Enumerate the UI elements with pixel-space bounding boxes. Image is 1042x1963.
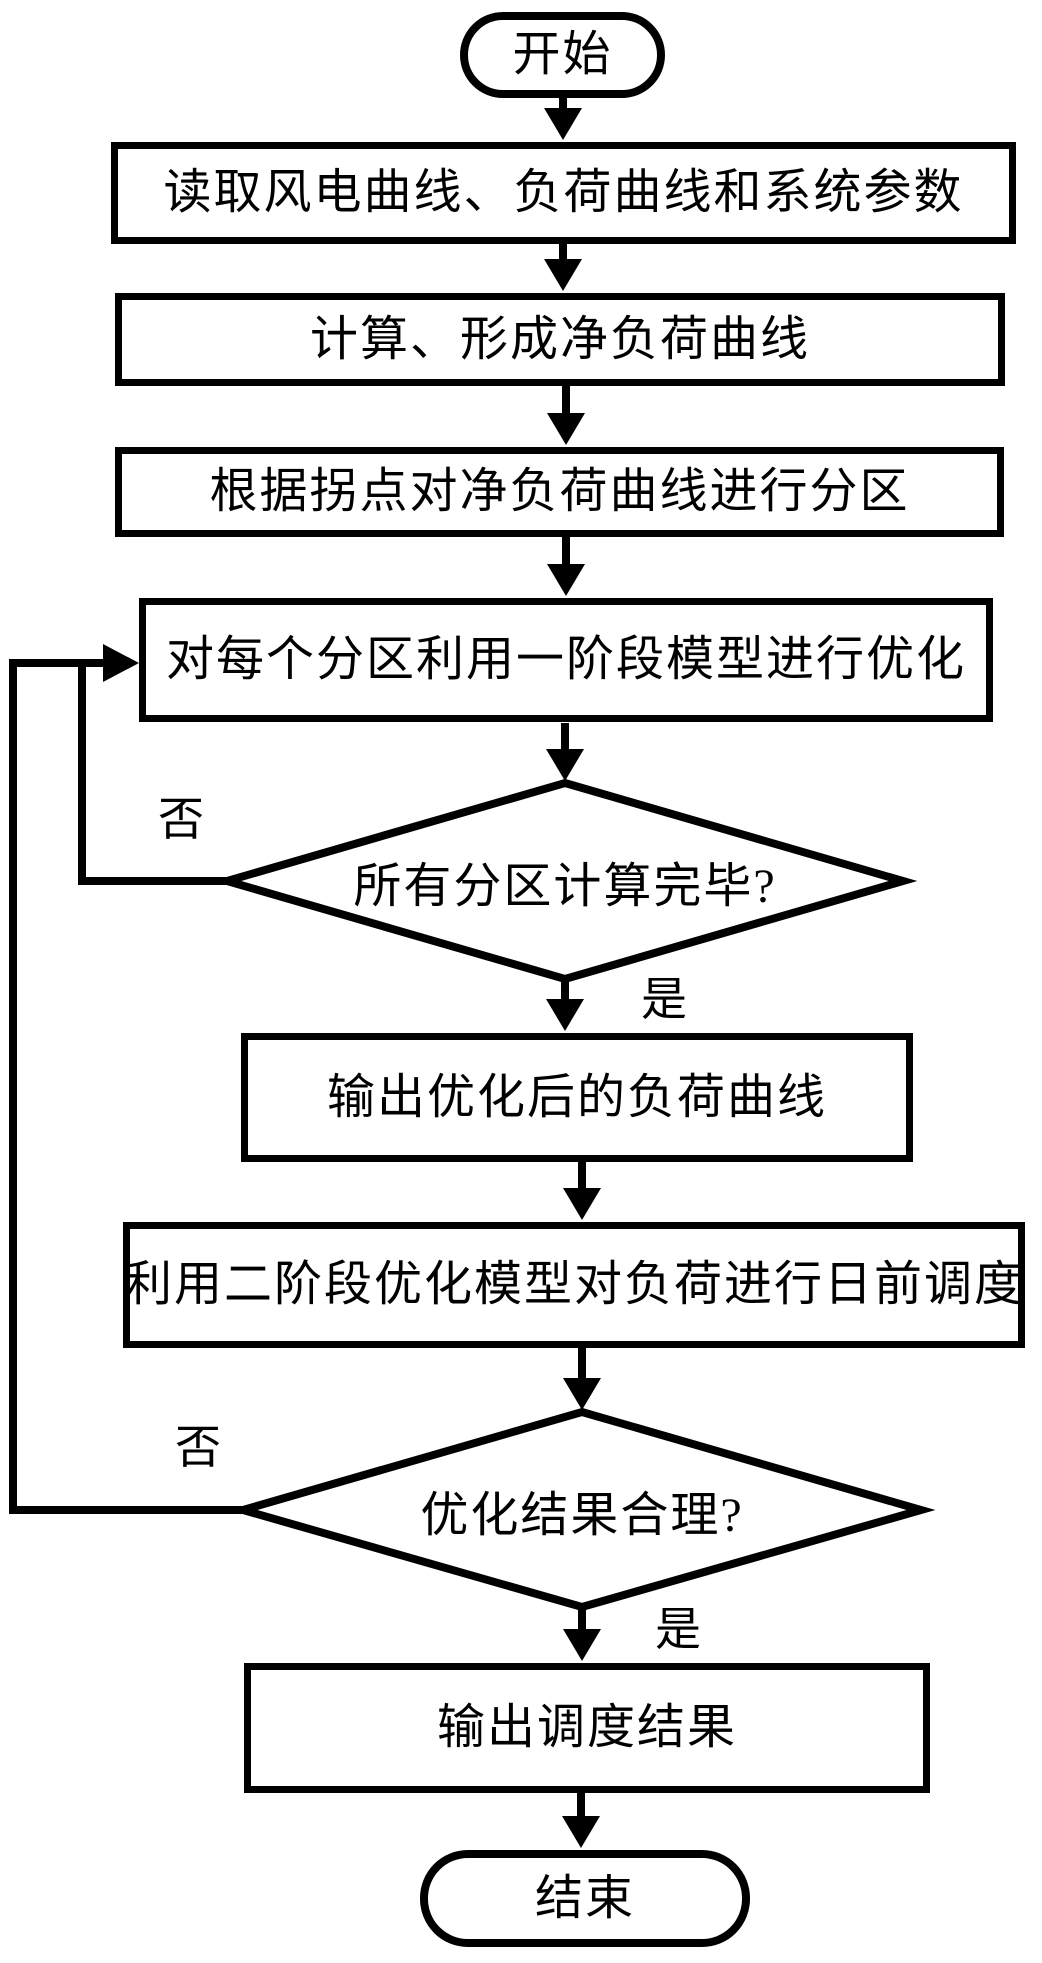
arrowhead-into-step2 bbox=[544, 259, 582, 291]
arrowhead-into-step3 bbox=[547, 413, 585, 445]
label-yes-decision2: 是 bbox=[655, 1604, 701, 1655]
process-read-inputs-label: 读取风电曲线、负荷曲线和系统参数 bbox=[163, 166, 964, 220]
process-read-inputs: 读取风电曲线、负荷曲线和系统参数 bbox=[111, 142, 1016, 244]
decision-result-reasonable: 优化结果合理? bbox=[282, 1474, 882, 1546]
connector-no-loop-decision2 bbox=[9, 659, 243, 1514]
arrowheads bbox=[103, 108, 601, 1848]
process-optimize-stage1: 对每个分区利用一阶段模型进行优化 bbox=[139, 598, 993, 722]
connector-no-loop-decision1 bbox=[78, 663, 227, 885]
arrowhead-into-step1 bbox=[544, 108, 582, 140]
process-day-ahead-dispatch: 利用二阶段优化模型对负荷进行日前调度 bbox=[123, 1222, 1025, 1348]
start-label: 开始 bbox=[512, 28, 613, 82]
start-node: 开始 bbox=[460, 12, 665, 98]
arrowhead-into-decision2 bbox=[563, 1378, 601, 1410]
decision1-diamond bbox=[212, 778, 918, 984]
process-partition-label: 根据拐点对净负荷曲线进行分区 bbox=[209, 465, 910, 519]
arrowhead-loop-into-step4 bbox=[103, 644, 139, 682]
connector-lines bbox=[9, 98, 586, 1825]
decision-all-partitions-done: 所有分区计算完毕? bbox=[265, 845, 865, 917]
process-day-ahead-dispatch-label: 利用二阶段优化模型对负荷进行日前调度 bbox=[124, 1258, 1025, 1312]
arrowhead-into-step5 bbox=[546, 999, 584, 1031]
decision-all-partitions-done-label: 所有分区计算完毕? bbox=[353, 860, 777, 913]
process-output-result-label: 输出调度结果 bbox=[436, 1701, 737, 1755]
process-output-optimized: 输出优化后的负荷曲线 bbox=[241, 1033, 913, 1162]
decision2-diamond bbox=[228, 1407, 936, 1612]
process-output-result: 输出调度结果 bbox=[244, 1663, 930, 1793]
label-no-decision2: 否 bbox=[175, 1422, 221, 1473]
arrowhead-into-end bbox=[562, 1816, 600, 1848]
process-compute-net-load: 计算、形成净负荷曲线 bbox=[115, 293, 1005, 386]
label-yes-decision1: 是 bbox=[641, 974, 687, 1025]
decision-result-reasonable-label: 优化结果合理? bbox=[420, 1489, 744, 1542]
end-node: 结束 bbox=[420, 1850, 750, 1947]
label-no-decision1: 否 bbox=[158, 794, 204, 845]
end-label: 结束 bbox=[534, 1871, 635, 1925]
arrowhead-into-step7 bbox=[563, 1629, 601, 1661]
process-partition: 根据拐点对净负荷曲线进行分区 bbox=[115, 447, 1004, 537]
arrowhead-into-decision1 bbox=[546, 749, 584, 781]
process-compute-net-load-label: 计算、形成净负荷曲线 bbox=[309, 312, 810, 366]
process-output-optimized-label: 输出优化后的负荷曲线 bbox=[326, 1070, 827, 1124]
arrowhead-into-step6 bbox=[563, 1188, 601, 1220]
decision-diamonds bbox=[212, 778, 936, 1612]
process-optimize-stage1-label: 对每个分区利用一阶段模型进行优化 bbox=[165, 633, 966, 687]
arrowhead-into-step4 bbox=[547, 564, 585, 596]
